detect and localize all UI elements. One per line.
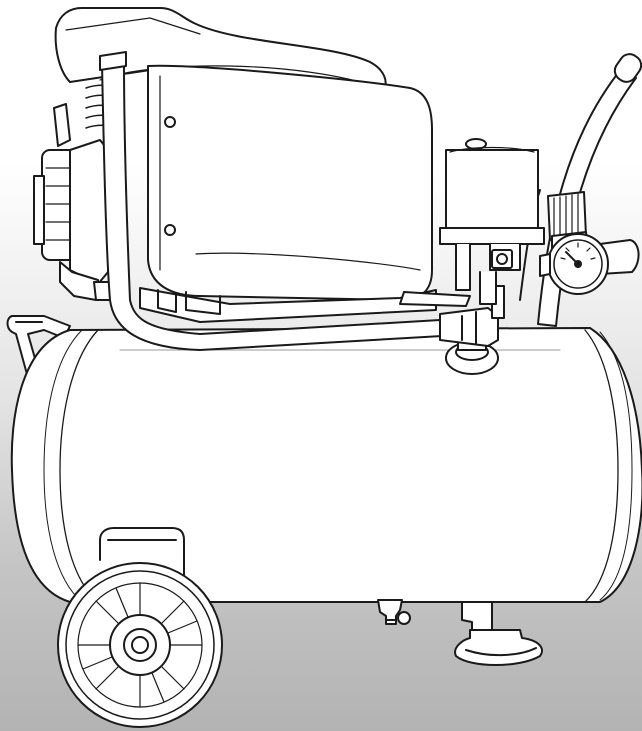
pressure-switch	[439, 138, 545, 305]
motor-fan-housing	[33, 103, 109, 301]
pressure-gauge	[539, 233, 640, 295]
wheel	[57, 562, 223, 728]
tank-fitting	[445, 339, 499, 375]
drain-valve	[377, 599, 411, 625]
side-handle	[6, 315, 71, 379]
rubber-foot	[454, 597, 543, 666]
motor-cover	[54, 7, 437, 323]
